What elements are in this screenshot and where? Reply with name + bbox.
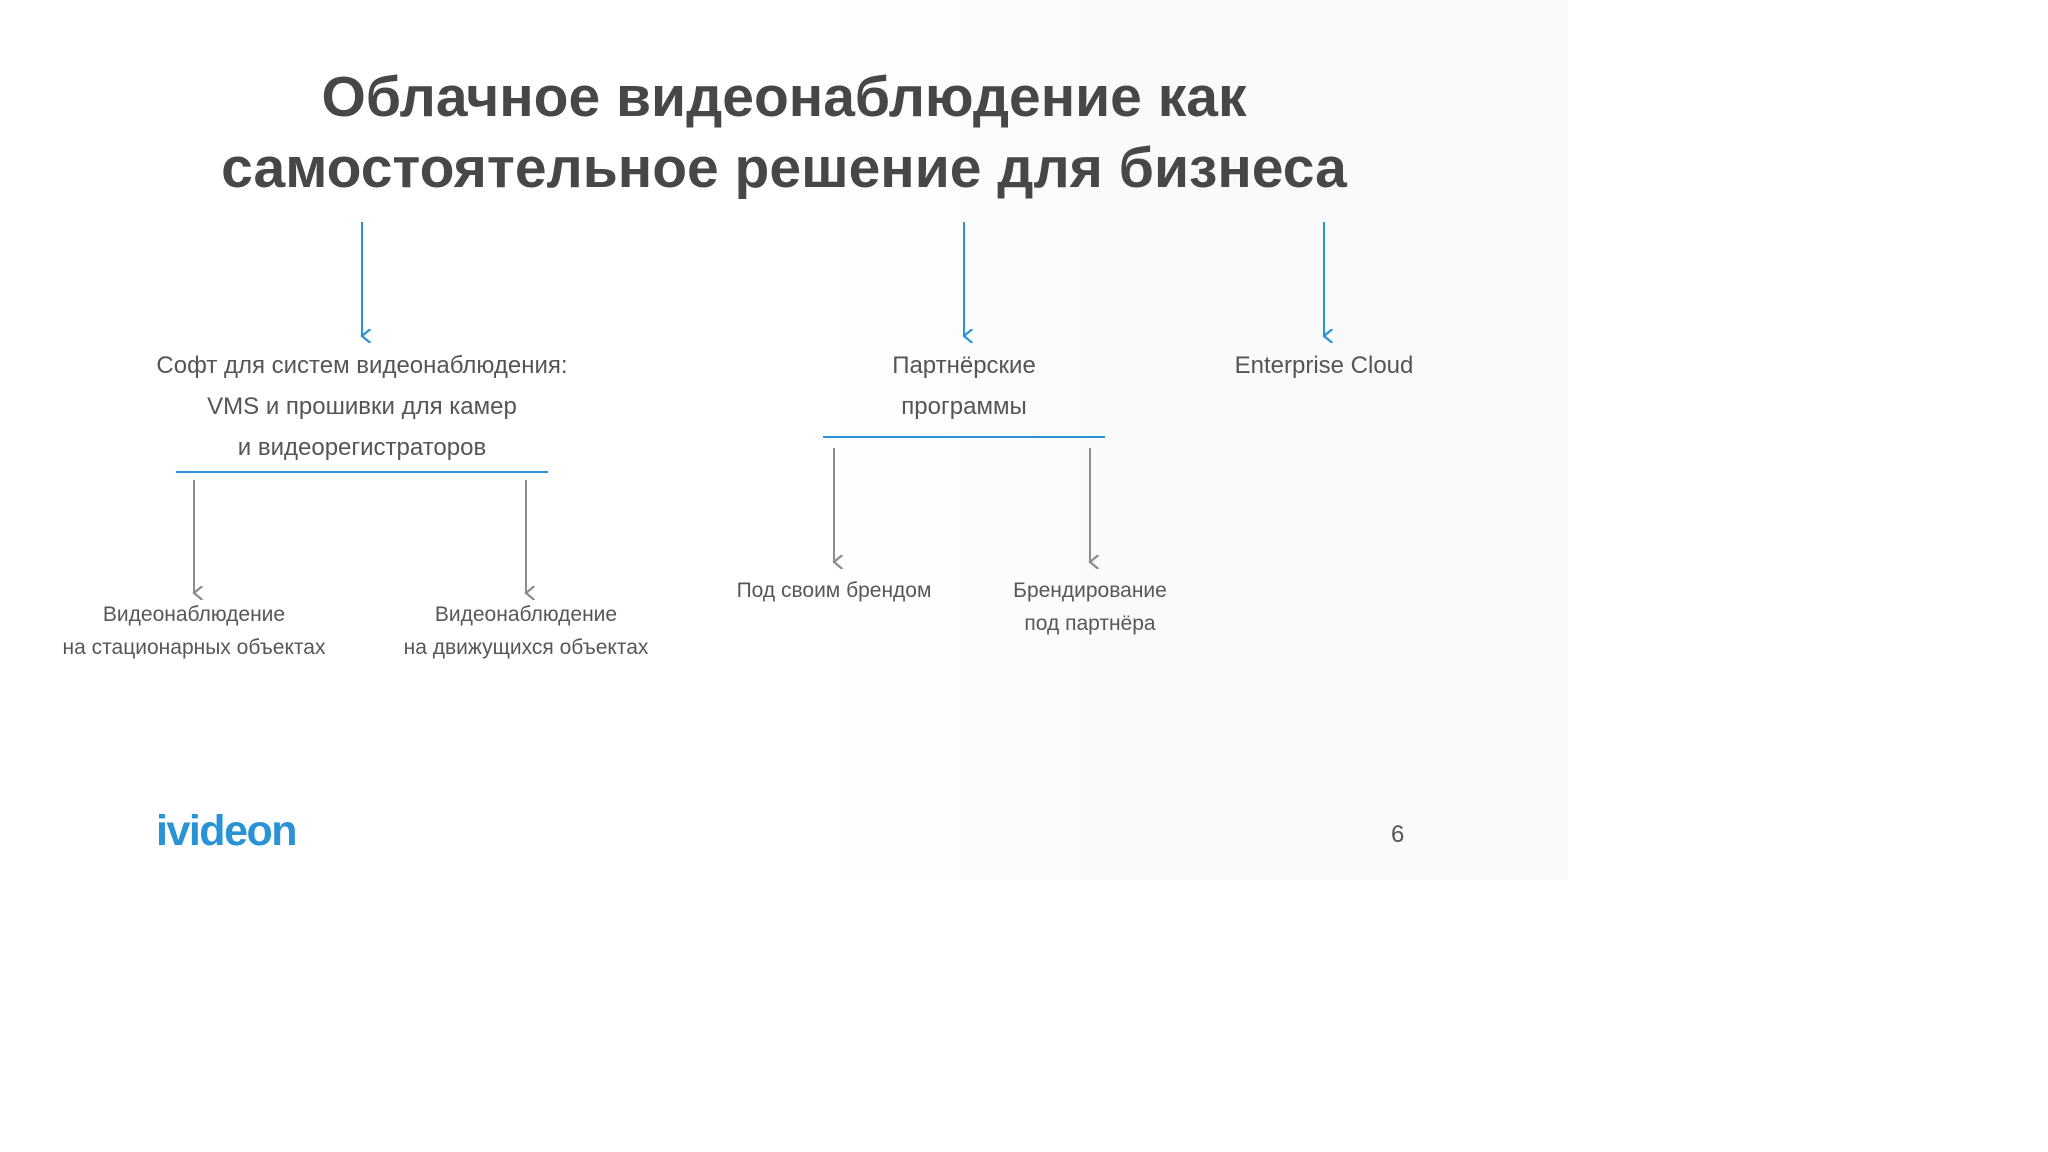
leaf-partner-branding: Брендирование под партнёра	[1013, 574, 1167, 640]
ivideon-logo: ivideon	[156, 807, 298, 855]
branch-software-line-1: Софт для систем видеонаблюдения:	[156, 352, 568, 379]
slide: Облачное видеонаблюдение как самостоятел…	[0, 0, 1568, 880]
branch-software-line-2: VMS и прошивки для камер	[207, 393, 517, 420]
branch-enterprise-line-1: Enterprise Cloud	[1234, 352, 1414, 379]
diagram-connectors	[176, 222, 1568, 880]
title-line-1: Облачное видеонаблюдение как	[321, 65, 1247, 129]
leaf-partner-branding-line-1: Брендирование	[1013, 579, 1167, 602]
title-line-2: самостоятельное решение для бизнеса	[221, 136, 1347, 200]
branch-software-line-3: и видеорегистраторов	[237, 434, 487, 461]
leaf-partner-branding-line-2: под партнёра	[1024, 612, 1156, 635]
leaf-own-brand: Под своим брендом	[737, 574, 932, 607]
leaf-stationary-line-2: на стационарных объектах	[62, 636, 326, 659]
leaf-own-brand-line-1: Под своим брендом	[736, 579, 932, 602]
leaf-moving-objects: Видеонаблюдение на движущихся объектах	[404, 598, 649, 664]
leaf-moving-line-2: на движущихся объектах	[403, 636, 649, 659]
leaf-stationary-line-1: Видеонаблюдение	[102, 603, 286, 626]
branch-partner-programs: Партнёрские программы	[892, 345, 1036, 427]
branch-partner-line-1: Партнёрские	[892, 352, 1036, 379]
background-fade	[820, 0, 1568, 880]
branch-enterprise-cloud: Enterprise Cloud	[1235, 345, 1414, 386]
page-number: 6	[1391, 821, 1405, 848]
branch-software: Софт для систем видеонаблюдения: VMS и п…	[156, 345, 567, 468]
slide-title: Облачное видеонаблюдение как самостоятел…	[0, 62, 1568, 204]
leaf-moving-line-1: Видеонаблюдение	[434, 603, 618, 626]
branch-partner-line-2: программы	[901, 393, 1027, 420]
leaf-stationary-objects: Видеонаблюдение на стационарных объектах	[63, 598, 326, 664]
